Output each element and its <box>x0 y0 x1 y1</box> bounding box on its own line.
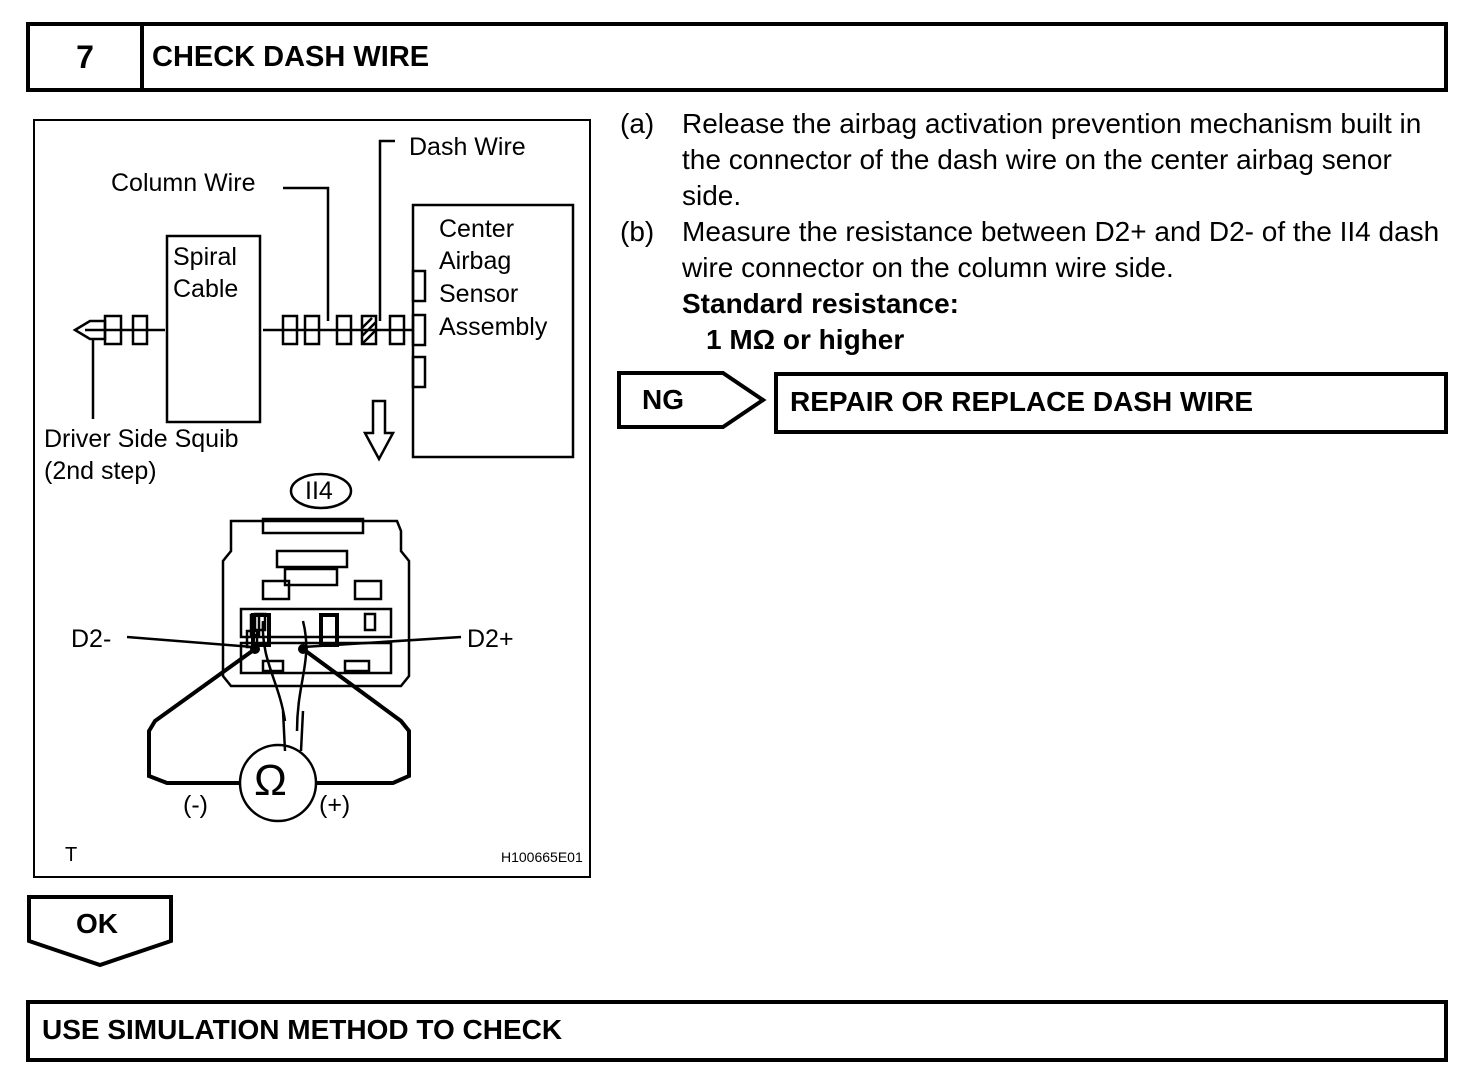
column-wire-leader <box>283 186 330 321</box>
connector-block <box>335 314 353 346</box>
wiring-illustration: Dash Wire Column Wire Spiral Cable Cente… <box>33 119 591 878</box>
ok-label: OK <box>76 908 118 939</box>
step-number: 7 <box>30 26 144 88</box>
figure-code: H100665E01 <box>501 849 583 865</box>
ok-action-box: USE SIMULATION METHOD TO CHECK <box>26 1000 1448 1062</box>
center-airbag-label-2: Airbag <box>439 247 512 275</box>
ng-action-text: REPAIR OR REPLACE DASH WIRE <box>790 386 1254 417</box>
ohm-icon: Ω <box>254 756 287 805</box>
driver-squib-label-1: Driver Side Squib <box>44 425 239 453</box>
negative-lead <box>147 647 257 785</box>
ohmmeter-circle <box>238 743 318 823</box>
spiral-cable-box <box>165 234 262 424</box>
column-wire-label: Column Wire <box>111 169 256 197</box>
down-arrow <box>362 399 396 462</box>
center-airbag-label-4: Assembly <box>439 313 548 341</box>
positive-label: (+) <box>319 791 351 819</box>
step-title: CHECK DASH WIRE <box>152 40 430 73</box>
spiral-cable-label-2: Cable <box>173 275 239 303</box>
standard-resistance-label: Standard resistance: <box>682 288 959 319</box>
probe-wire-right <box>295 620 308 732</box>
step-letter: (a) <box>620 108 655 139</box>
connector-block <box>281 314 299 346</box>
wiring-diagram-svg <box>72 139 575 823</box>
step-header: 7 CHECK DASH WIRE <box>26 22 1448 92</box>
connector-block <box>131 314 149 346</box>
probe-tip-minus <box>250 644 260 654</box>
probe-wire-left <box>261 620 287 722</box>
center-airbag-label-1: Center <box>439 215 515 243</box>
ok-flag <box>27 895 173 968</box>
step-text: Release the airbag activation prevention… <box>682 108 1422 211</box>
d2-minus-leader <box>126 635 254 649</box>
dash-wire-label: Dash Wire <box>409 133 526 161</box>
corner-mark: T <box>65 844 78 866</box>
instruction-step-b: (b) Measure the resistance between D2+ a… <box>620 214 1450 288</box>
connector-block <box>303 314 321 346</box>
step-letter: (b) <box>620 216 655 247</box>
standard-resistance-value: 1 MΩ or higher <box>706 324 905 355</box>
step-text: Measure the resistance between D2+ and D… <box>682 216 1440 283</box>
d2-plus-label: D2+ <box>467 625 514 653</box>
dash-wire-leader <box>378 139 395 321</box>
center-airbag-label-3: Sensor <box>439 280 519 308</box>
d2-plus-leader <box>302 635 462 649</box>
connector-id-oval <box>289 472 353 510</box>
connector-id-label: II4 <box>305 477 333 505</box>
d2-minus-label: D2- <box>71 625 112 653</box>
positive-lead <box>301 647 411 785</box>
ok-action-text: USE SIMULATION METHOD TO CHECK <box>42 1014 563 1045</box>
probe-tip-plus <box>298 644 308 654</box>
negative-label: (-) <box>183 791 208 819</box>
ng-action-box: REPAIR OR REPLACE DASH WIRE <box>774 372 1448 434</box>
connector-face <box>221 519 411 688</box>
connector-block <box>103 314 123 346</box>
spiral-cable-label-1: Spiral <box>173 243 237 271</box>
driver-squib-label-2: (2nd step) <box>44 457 157 485</box>
ng-label: NG <box>642 384 684 415</box>
instruction-step-a: (a) Release the airbag activation preven… <box>620 106 1450 216</box>
ng-flag <box>617 371 767 429</box>
connector-block <box>388 314 406 346</box>
